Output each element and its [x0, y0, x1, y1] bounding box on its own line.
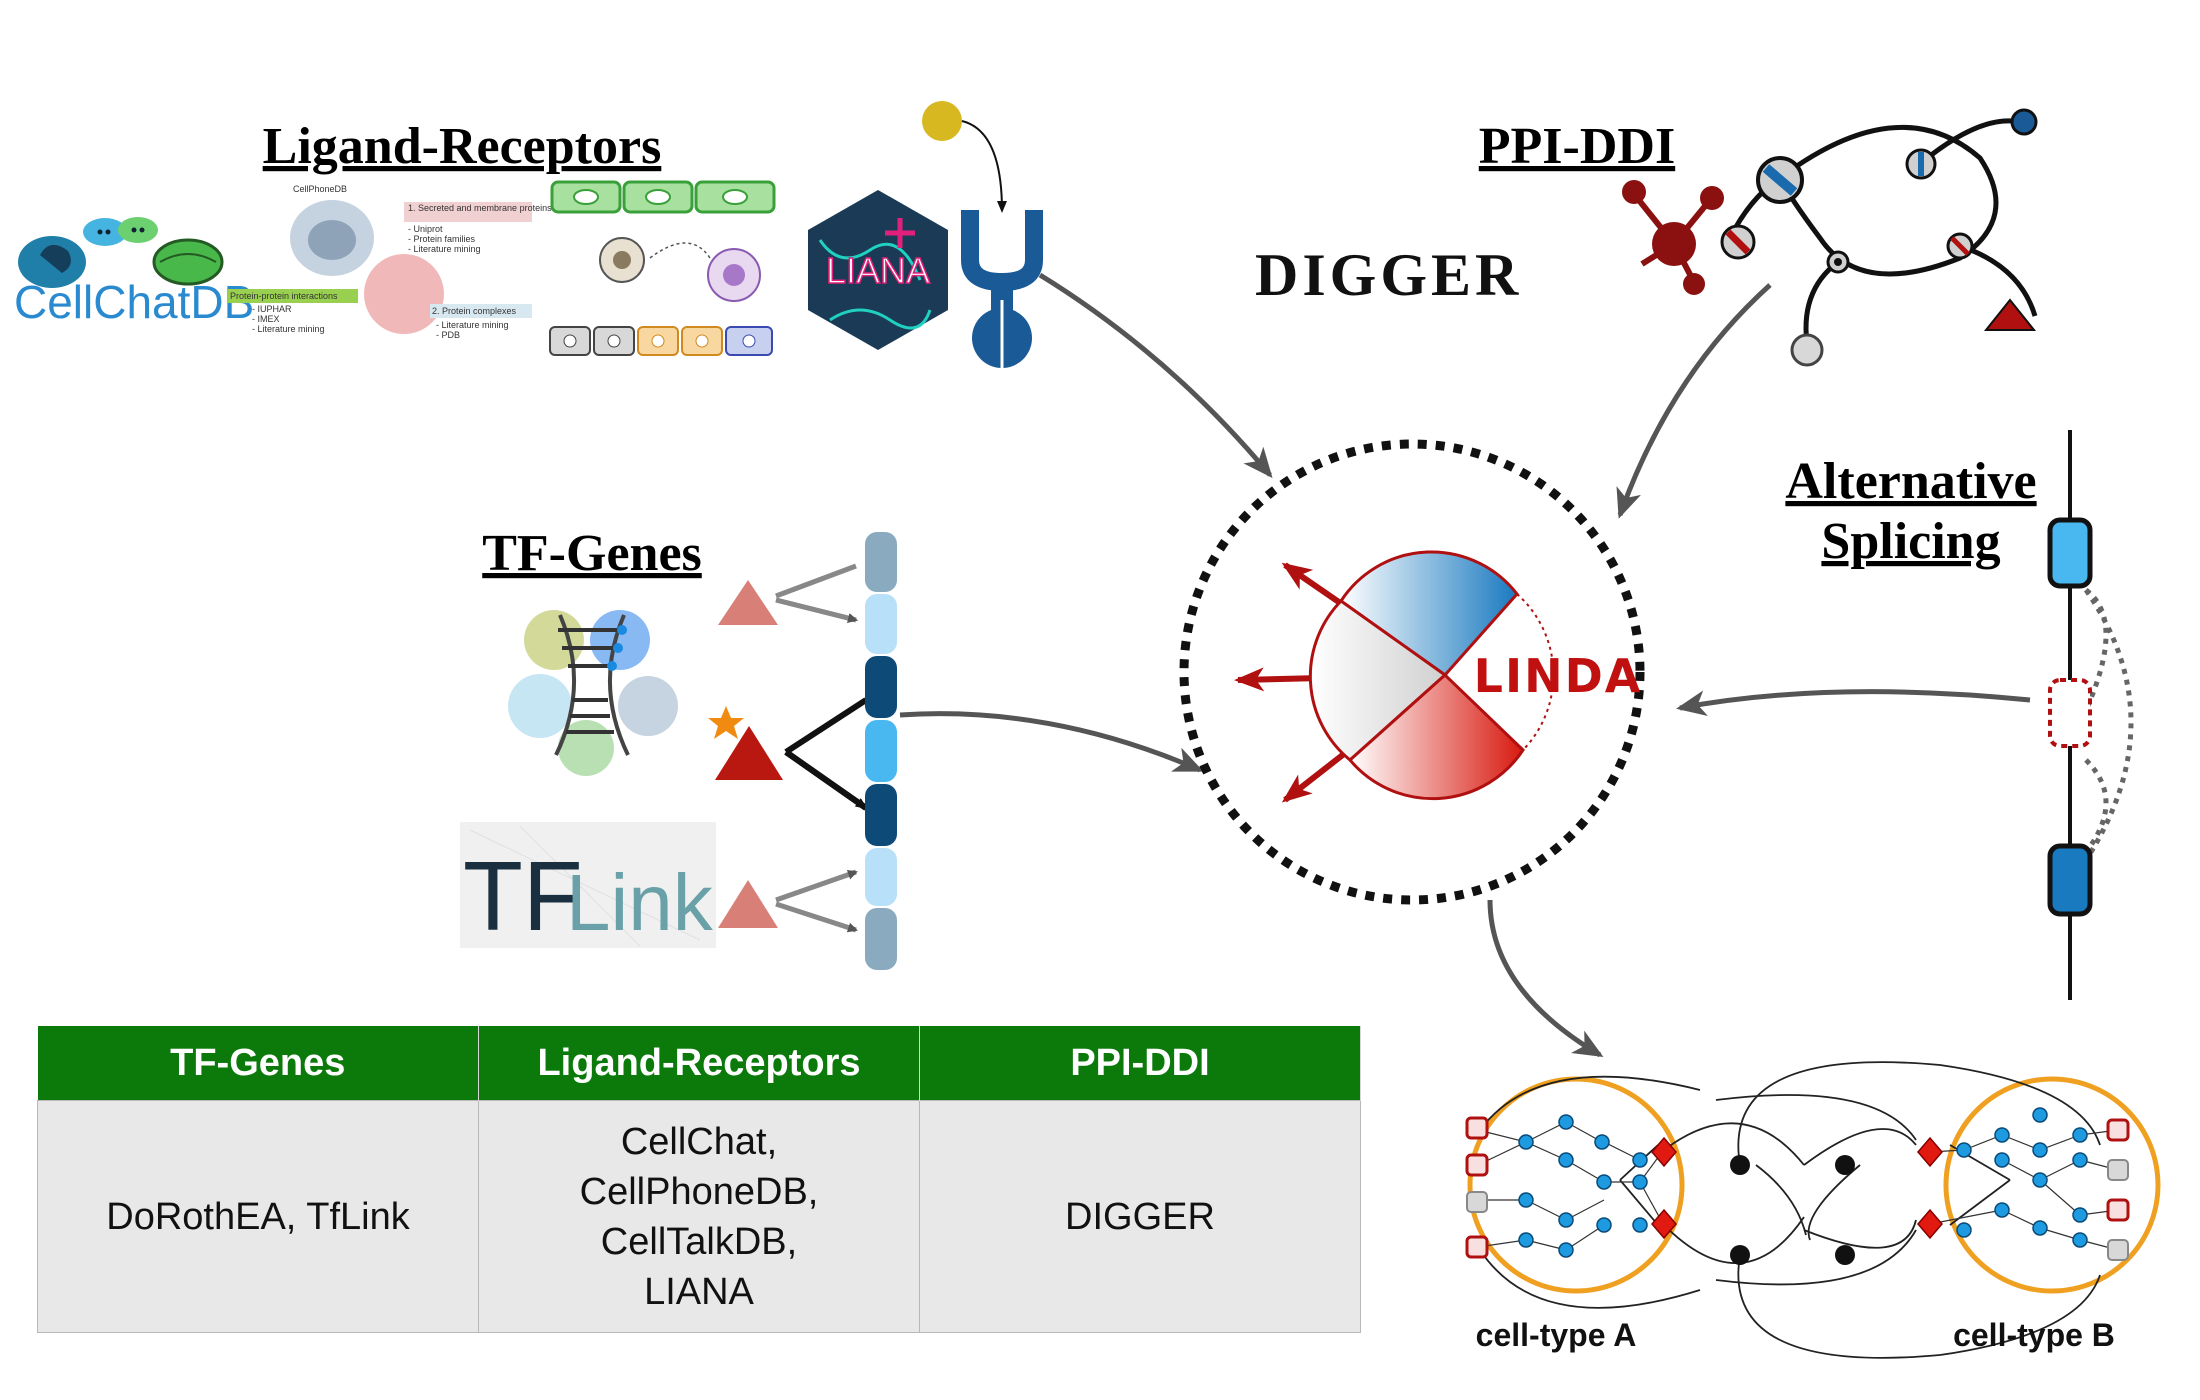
cellphonedb-secreted-item-1: - Uniprot — [408, 224, 443, 234]
ppi-network-graphic — [1720, 108, 2038, 367]
tflink-logo: TF Link — [460, 822, 716, 951]
table-cell-tf-genes: DoRothEA, TfLink — [37, 1100, 479, 1333]
label-cell-type-a: cell-type A — [1476, 1317, 1637, 1353]
cellchatdb-wordmark: CellChatDB — [14, 276, 254, 328]
arrow-tf-to-linda — [899, 711, 1204, 773]
tf-regulation-graphic — [708, 563, 866, 933]
liana-wordmark: LIANA — [826, 250, 930, 291]
cellchatdb-logo: CellChatDB — [14, 217, 254, 328]
cell-circle-a — [1467, 1076, 1685, 1294]
cell-line: CellChat, — [620, 1120, 778, 1163]
table-cell-ppi-ddi: DIGGER — [919, 1100, 1361, 1333]
linda-wordmark: LINDA — [1474, 649, 1643, 703]
liana-logo: LIANA — [808, 190, 948, 350]
cell-line: CellTalkDB, — [600, 1220, 798, 1263]
table-header-tf-genes: TF-Genes — [37, 1026, 479, 1101]
cell-circle-b — [1943, 1076, 2161, 1294]
linda-hub: LINDA — [1179, 439, 1645, 905]
cell-line: DIGGER — [1065, 1195, 1215, 1238]
cellphonedb-ppi-item-1: - IUPHAR — [252, 304, 292, 314]
table-header-ppi-ddi: PPI-DDI — [919, 1026, 1361, 1101]
cellphonedb-ppi-label: Protein-protein interactions — [230, 291, 338, 301]
cell-line: LIANA — [644, 1270, 754, 1313]
cellphonedb-ppi-item-3: - Literature mining — [252, 324, 325, 334]
digger-wordmark: DIGGER — [1255, 242, 1522, 308]
tflink-tf: TF — [463, 841, 583, 951]
cell-line: DoRothEA, TfLink — [106, 1195, 410, 1238]
cellphonedb-graphic: CellPhoneDB Protein-protein interactions… — [228, 184, 552, 340]
cellphonedb-complexes-item-2: - PDB — [436, 330, 460, 340]
heading-tf-genes: TF-Genes — [482, 525, 702, 582]
heading-alternative: Alternative — [1785, 453, 2036, 510]
cellphonedb-secreted-label: 1. Secreted and membrane proteins — [408, 203, 552, 213]
tf-dna-graphic — [508, 610, 678, 776]
heading-ligand-receptors: Ligand-Receptors — [263, 118, 662, 175]
cellphonedb-secreted-item-2: - Protein families — [408, 234, 476, 244]
gene-segments — [865, 532, 897, 970]
arrow-ppi-to-linda — [1616, 283, 1772, 519]
cellphonedb-complexes-item-1: - Literature mining — [436, 320, 509, 330]
heading-splicing: Splicing — [1821, 513, 2000, 570]
label-cell-type-b: cell-type B — [1953, 1317, 2115, 1353]
receptor-icon — [922, 101, 1043, 372]
table-row: DoRothEA, TfLink CellChat, CellPhoneDB, … — [37, 1100, 1361, 1333]
cellphonedb-secreted-item-3: - Literature mining — [408, 244, 481, 254]
table-header-ligand-receptors: Ligand-Receptors — [478, 1026, 920, 1101]
cell-interaction-graphic — [549, 180, 776, 356]
splicing-graphic — [2047, 430, 2134, 1000]
cellphonedb-complexes-label: 2. Protein complexes — [432, 306, 517, 316]
cellphonedb-title: CellPhoneDB — [293, 184, 347, 194]
heading-ppi-ddi: PPI-DDI — [1479, 118, 1675, 175]
resources-table: TF-Genes Ligand-Receptors PPI-DDI DoRoth… — [37, 1026, 1361, 1333]
digger-logo: DIGGER — [1255, 180, 1724, 308]
arrow-lr-to-linda — [1038, 272, 1273, 479]
arrow-linda-to-network — [1487, 899, 1604, 1058]
cellphonedb-ppi-item-2: - IMEX — [252, 314, 280, 324]
tflink-link: Link — [566, 858, 714, 947]
intercellular-network: cell-type A cell-type B — [1465, 1061, 2161, 1359]
cell-line: CellPhoneDB, — [579, 1170, 819, 1213]
table-header-row: TF-Genes Ligand-Receptors PPI-DDI — [37, 1026, 1361, 1101]
table-cell-ligand-receptors: CellChat, CellPhoneDB, CellTalkDB, LIANA — [478, 1100, 920, 1333]
arrow-splicing-to-linda — [1676, 689, 2031, 717]
